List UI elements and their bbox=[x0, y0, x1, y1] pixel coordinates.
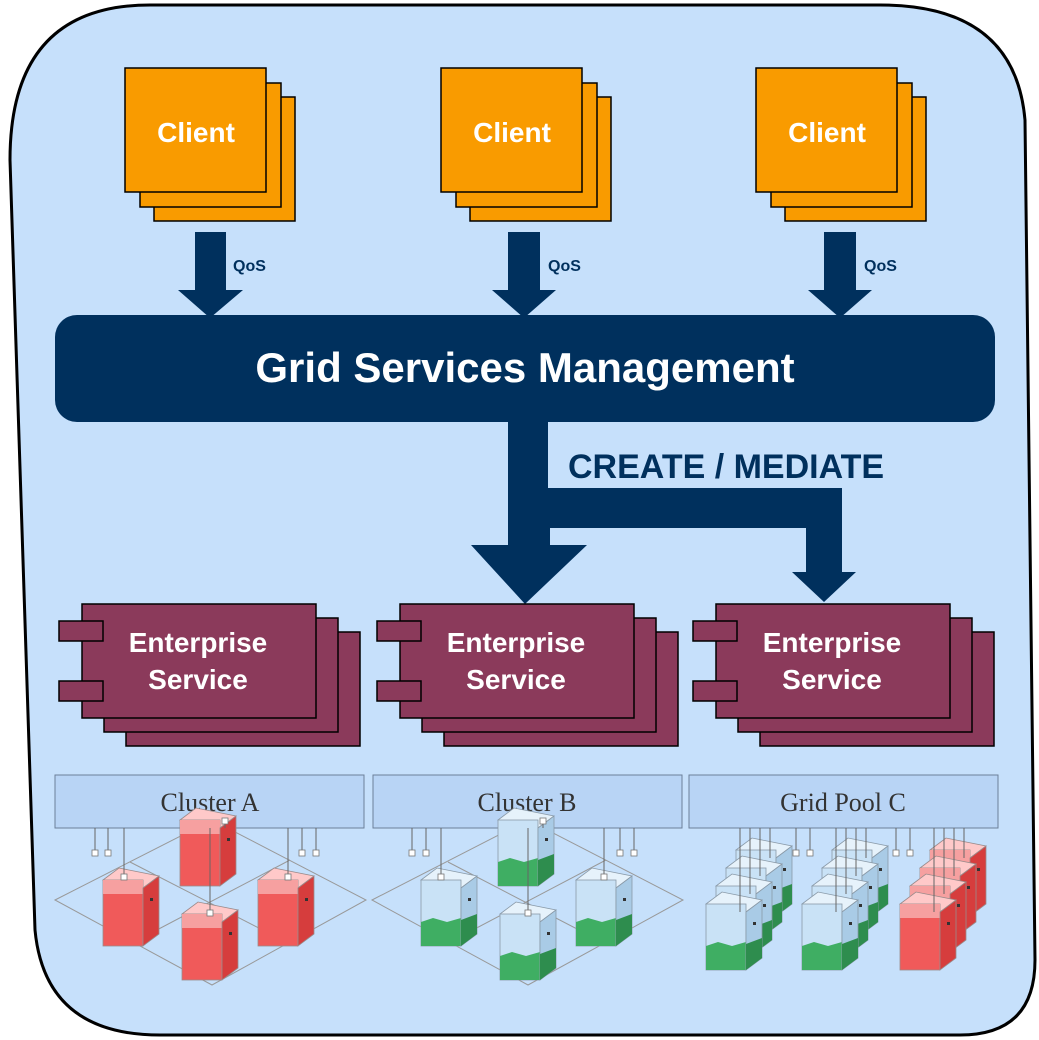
cluster-a-servers bbox=[53, 807, 368, 986]
enterprise-service-line2: Service bbox=[466, 664, 566, 695]
client-label: Client bbox=[788, 117, 866, 148]
enterprise-service-line1: Enterprise bbox=[763, 627, 902, 658]
enterprise-service-line1: Enterprise bbox=[129, 627, 268, 658]
qos-arrow-1 bbox=[178, 232, 243, 318]
grid-pool-c-label: Grid Pool C bbox=[780, 788, 906, 817]
enterprise-service-line2: Service bbox=[148, 664, 248, 695]
client-group-1: Client bbox=[124, 67, 296, 222]
create-mediate-arrow bbox=[471, 418, 856, 604]
enterprise-service-2: Enterprise Service bbox=[376, 603, 679, 747]
client-label: Client bbox=[473, 117, 551, 148]
qos-label: QoS bbox=[233, 258, 266, 275]
enterprise-service-line2: Service bbox=[782, 664, 882, 695]
enterprise-service-line1: Enterprise bbox=[447, 627, 586, 658]
grid-services-management-bar bbox=[55, 315, 995, 422]
qos-label: QoS bbox=[864, 258, 897, 275]
grid-pool-c-servers bbox=[705, 828, 987, 971]
qos-arrow-2 bbox=[492, 232, 556, 318]
cluster-b-servers bbox=[370, 807, 685, 986]
enterprise-service-1: Enterprise Service bbox=[58, 603, 361, 747]
client-label: Client bbox=[157, 117, 235, 148]
client-group-3: Client bbox=[755, 67, 927, 222]
client-group-2: Client bbox=[440, 67, 612, 222]
management-title: Grid Services Management bbox=[255, 344, 794, 391]
qos-label: QoS bbox=[548, 258, 581, 275]
qos-arrow-3 bbox=[808, 232, 872, 318]
grid-pool-c-box bbox=[688, 774, 999, 829]
enterprise-service-3: Enterprise Service bbox=[692, 603, 995, 747]
create-mediate-label: CREATE / MEDIATE bbox=[568, 448, 884, 486]
